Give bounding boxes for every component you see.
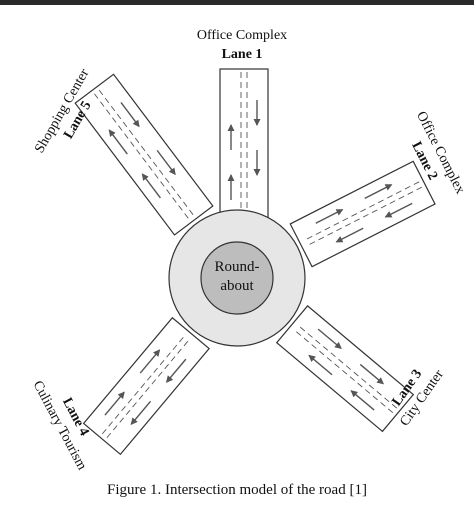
roundabout-label-line1: Round-	[215, 259, 260, 275]
road-lane-1	[219, 68, 269, 226]
figure-caption: Figure 1. Intersection model of the road…	[107, 482, 367, 498]
intersection-diagram: Round- about Office Complex Lane 1 Shopp…	[30, 28, 468, 473]
lane-1-destination: Office Complex	[197, 28, 287, 43]
road-lane-2	[289, 160, 436, 268]
lane-1-label: Lane 1	[222, 47, 263, 62]
top-border	[0, 0, 474, 5]
road-lane-3	[275, 305, 415, 433]
road-lane-5	[74, 73, 214, 236]
roundabout-island	[200, 241, 274, 315]
roundabout-label-line2: about	[220, 278, 254, 294]
road-lane-4	[82, 316, 210, 456]
